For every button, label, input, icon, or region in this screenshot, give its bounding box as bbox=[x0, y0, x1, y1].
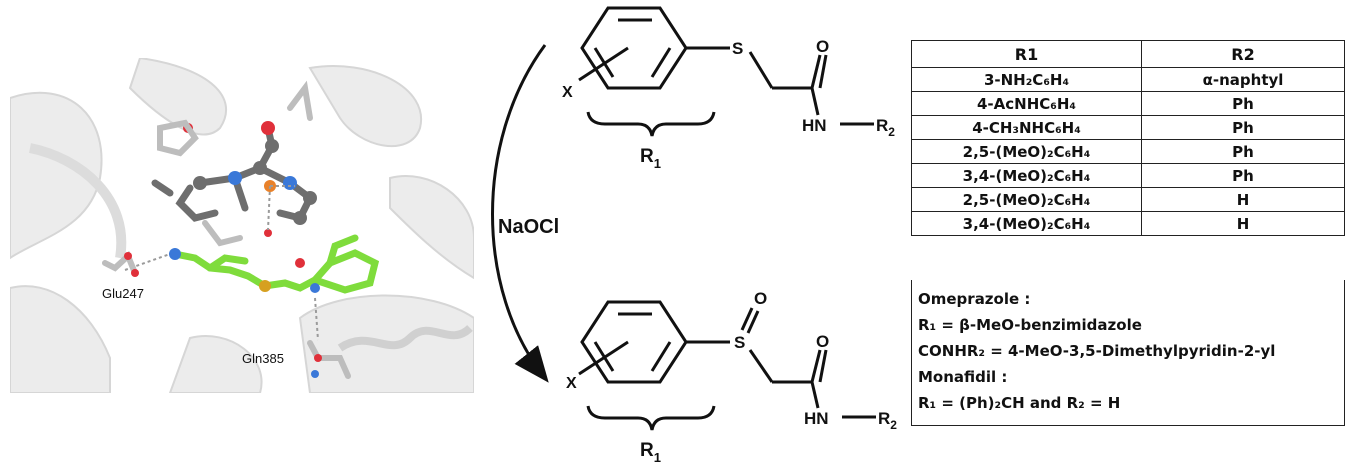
ligand-model bbox=[171, 234, 380, 294]
carbonyl-o-bottom: O bbox=[816, 332, 829, 351]
cell-r2: H bbox=[1141, 187, 1345, 212]
note-monafidil-title: Monafidil : bbox=[918, 368, 1008, 386]
drug-notes-box: Omeprazole : R₁ = β-MeO-benzimidazole CO… bbox=[911, 280, 1345, 426]
reagent-label: NaOCl bbox=[498, 216, 559, 238]
sulfur-label-top: S bbox=[732, 39, 743, 58]
r1-label-bottom: R1 bbox=[640, 440, 661, 465]
header-r2: R2 bbox=[1141, 40, 1345, 68]
carbonyl-o-top: O bbox=[816, 37, 829, 56]
r1-label-top: R1 bbox=[640, 146, 661, 171]
sulfoxide-structure bbox=[578, 300, 876, 431]
cell-r1: 2,5-(MeO)₂C₆H₄ bbox=[911, 187, 1142, 212]
cell-r2: α-naphtyl bbox=[1141, 67, 1345, 92]
cell-r2: Ph bbox=[1141, 91, 1345, 116]
cell-r1: 2,5-(MeO)₂C₆H₄ bbox=[911, 139, 1142, 164]
sulfide-structure bbox=[578, 6, 874, 137]
reaction-arrow bbox=[491, 44, 549, 383]
cell-r2: Ph bbox=[1141, 163, 1345, 188]
cell-r1: 3-NH₂C₆H₄ bbox=[911, 67, 1142, 92]
cell-r1: 4-CH₃NHC₆H₄ bbox=[911, 115, 1142, 140]
substituent-x-bottom: X bbox=[566, 375, 577, 392]
table-header-row: R1 R2 bbox=[911, 40, 1345, 68]
sulfur-label-bottom: S bbox=[734, 333, 745, 352]
note-omeprazole-conhr2: CONHR₂ = 4-MeO-3,5-Dimethylpyridin-2-yl bbox=[918, 342, 1276, 360]
cell-r1: 4-AcNHC₆H₄ bbox=[911, 91, 1142, 116]
r2-label-bottom: R2 bbox=[878, 409, 897, 432]
substituent-x-top: X bbox=[562, 84, 573, 101]
oxidation-scheme: NaOCl X S O HN R2 R1 X S bbox=[491, 6, 897, 465]
amide-nh-top: HN bbox=[802, 116, 827, 135]
residue-label-glu247: Glu247 bbox=[102, 286, 144, 301]
cell-r2: H bbox=[1141, 211, 1345, 236]
note-omeprazole-r1: R₁ = β-MeO-benzimidazole bbox=[918, 316, 1142, 334]
r2-label-top: R2 bbox=[876, 116, 895, 139]
header-r1: R1 bbox=[911, 40, 1142, 68]
residue-sticks bbox=[102, 80, 351, 379]
sulfur-atom bbox=[259, 280, 271, 292]
amide-nh-bottom: HN bbox=[804, 409, 829, 428]
cell-r2: Ph bbox=[1141, 115, 1345, 140]
protein-active-site-image: Glu247 Gln385 bbox=[10, 58, 474, 393]
cell-r1: 3,4-(MeO)₂C₆H₄ bbox=[911, 211, 1142, 236]
complex-atoms bbox=[183, 121, 317, 237]
residue-label-gln385: Gln385 bbox=[242, 351, 284, 366]
sulfoxide-o: O bbox=[754, 289, 767, 308]
cell-r2: Ph bbox=[1141, 139, 1345, 164]
note-omeprazole-title: Omeprazole : bbox=[918, 290, 1031, 308]
cell-r1: 3,4-(MeO)₂C₆H₄ bbox=[911, 163, 1142, 188]
note-monafidil-r: R₁ = (Ph)₂CH and R₂ = H bbox=[918, 394, 1121, 412]
